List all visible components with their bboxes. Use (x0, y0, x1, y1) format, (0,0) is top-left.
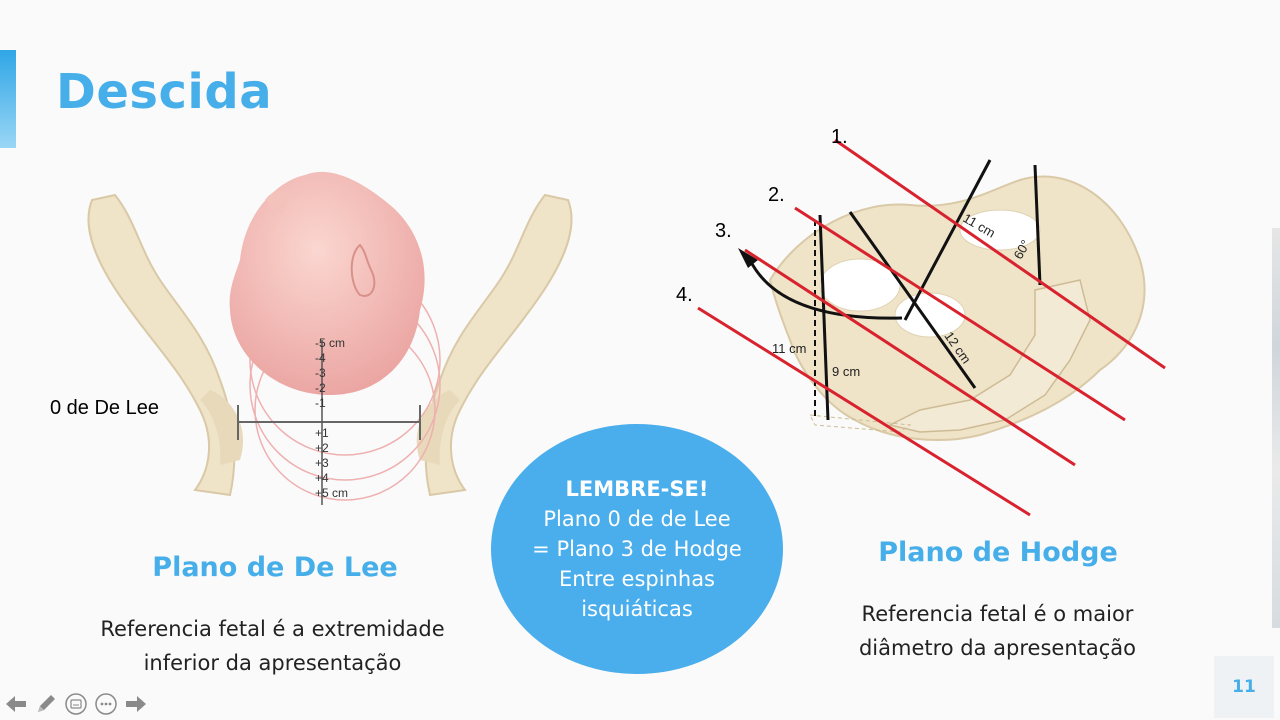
more-icon[interactable] (94, 692, 118, 716)
scale-labels: -5 cm -4 -3 -2 -1 +1 +2 +3 +4 +5 cm (315, 336, 348, 501)
scale-tick: -1 (315, 396, 326, 410)
presentation-toolbar (4, 692, 148, 716)
reminder-line: = Plano 3 de Hodge (532, 537, 742, 561)
hodge-plane-3-label: 3. (715, 220, 732, 242)
slide-title: Descida (56, 64, 273, 120)
de-lee-description: Referencia fetal é a extremidade inferio… (60, 612, 485, 680)
arrow-right-icon[interactable] (124, 692, 148, 716)
reminder-line: isquiáticas (581, 597, 693, 621)
hodge-description-line: Referencia fetal é o maior (861, 602, 1134, 626)
hodge-plane-2-label: 2. (768, 184, 785, 206)
hodge-description: Referencia fetal é o maior diâmetro da a… (820, 597, 1175, 665)
arrow-left-icon[interactable] (4, 692, 28, 716)
scale-tick: -4 (315, 351, 326, 365)
reminder-line: Plano 0 de de Lee (543, 507, 731, 531)
de-lee-heading: Plano de De Lee (152, 552, 398, 583)
measurement-label: 11 cm (772, 341, 807, 356)
scale-tick: +5 cm (315, 486, 349, 500)
hodge-plane-1-label: 1. (831, 126, 848, 148)
reminder-line: Entre espinhas (558, 567, 716, 591)
scale-tick: +4 (315, 471, 329, 485)
de-lee-pelvis-illustration: -5 cm -4 -3 -2 -1 +1 +2 +3 +4 +5 cm (60, 160, 600, 520)
scale-tick: +1 (315, 426, 329, 440)
measurement-label: 9 cm (832, 364, 861, 379)
de-lee-description-line: inferior da apresentação (143, 651, 402, 675)
hodge-description-line: diâmetro da apresentação (858, 636, 1137, 660)
page-number: 11 (1214, 656, 1274, 718)
hodge-heading: Plano de Hodge (878, 537, 1118, 568)
hodge-pelvis-illustration: 11 cm 60° 12 cm 11 cm 9 cm (650, 120, 1170, 540)
reminder-callout: LEMBRE-SE! Plano 0 de de Lee = Plano 3 d… (491, 424, 783, 674)
pencil-icon[interactable] (34, 692, 58, 716)
scale-tick: -3 (315, 366, 326, 380)
reminder-lead: LEMBRE-SE! (565, 477, 709, 501)
scale-tick: +2 (315, 441, 329, 455)
title-accent-bar (0, 50, 16, 148)
subtitles-icon[interactable] (64, 692, 88, 716)
hodge-plane-4-label: 4. (676, 284, 693, 306)
scale-tick: -2 (315, 381, 326, 395)
scale-tick: +3 (315, 456, 329, 470)
scale-tick: -5 cm (315, 336, 345, 350)
next-slide-thumbnail-edge (1272, 228, 1280, 628)
de-lee-description-line: Referencia fetal é a extremidade (100, 617, 445, 641)
de-lee-zero-label: 0 de De Lee (50, 397, 159, 419)
